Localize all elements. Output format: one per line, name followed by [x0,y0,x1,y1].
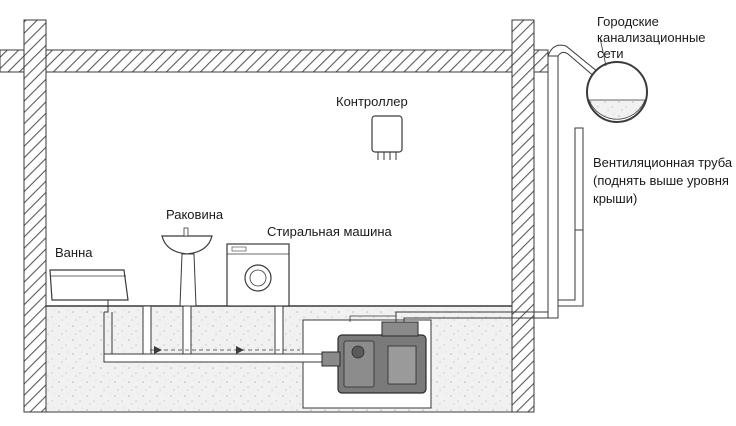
city-sewer-label-line-1: Городские [597,14,659,29]
city-sewer [586,37,648,123]
city-sewer-label-line-3: сети [597,46,624,61]
ventilation-label-line-1: Вентиляционная труба [593,155,733,170]
city-sewer-label-line-2: канализационные [597,30,706,45]
controller-box [371,115,403,160]
washing-machine-fixture [226,243,290,307]
bath-label: Ванна [55,245,93,260]
ceiling-slab [0,49,549,73]
washing-machine-label: Стиральная машина [267,224,392,239]
discharge-pipe [349,44,599,322]
sink-fixture [161,227,213,307]
ventilation-pipe [558,127,584,307]
ventilation-label-line-2: (поднять выше уровня [593,173,729,188]
ventilation-label-line-3: крыши) [593,191,638,206]
sink-label: Раковина [166,207,224,222]
drain-pipe [103,305,331,363]
bath-fixture [49,269,129,313]
controller-label: Контроллер [336,94,408,109]
city-sewer-label: Городские канализационные сети [597,14,706,62]
pump-unit [321,321,427,394]
ventilation-label: Вентиляционная труба (поднять выше уровн… [593,154,732,208]
left-wall [23,19,47,413]
right-wall [511,19,535,413]
